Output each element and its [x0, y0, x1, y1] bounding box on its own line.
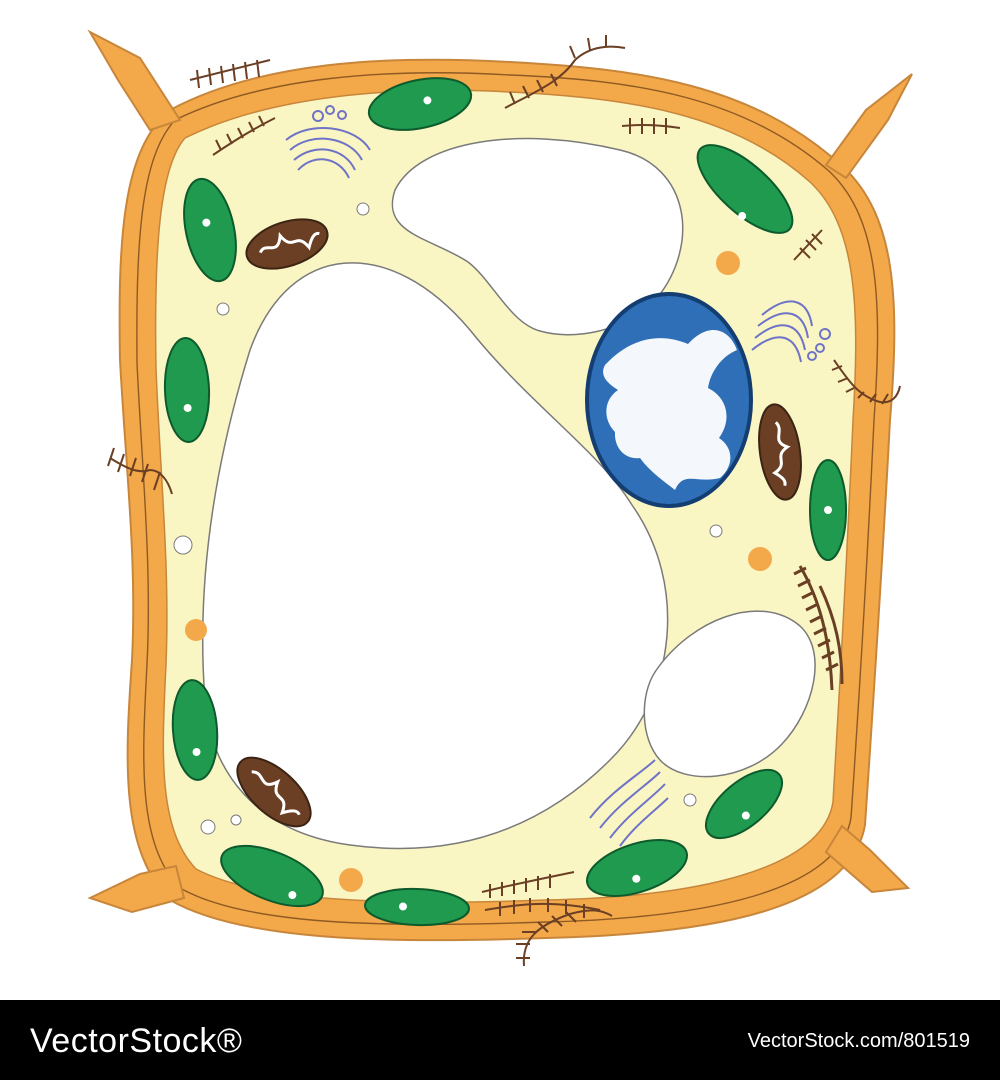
mitochondria — [236, 218, 802, 828]
golgi-top — [285, 105, 371, 179]
mitochondrion — [236, 756, 312, 828]
nucleus-chromatin — [603, 329, 737, 490]
mitochondrion — [758, 403, 802, 501]
chloroplast — [183, 177, 237, 283]
plant-cell-illustration — [87, 29, 913, 967]
rough-er — [793, 565, 844, 691]
wall-inner-line — [136, 72, 879, 926]
chloroplast — [171, 679, 219, 781]
plasmodesmata — [107, 35, 901, 967]
wall-corner-bottom-left — [87, 864, 186, 914]
chloroplast — [585, 839, 689, 897]
chloroplast — [364, 887, 470, 927]
golgi-right — [751, 300, 831, 363]
footer-image-reference: VectorStock.com/801519 — [747, 1030, 970, 1052]
golgi-bottom — [589, 759, 669, 847]
chloroplast — [220, 844, 324, 908]
wall-corner-bottom-right — [824, 824, 911, 894]
watermark-footer: VectorStock® VectorStock.com/801519 — [0, 1000, 1000, 1080]
chloroplast — [809, 459, 847, 561]
lower-right-vacuole — [643, 610, 816, 778]
chloroplast — [696, 144, 794, 234]
wall-corner-top-left — [87, 29, 182, 132]
chloroplast — [705, 768, 783, 840]
chloroplasts — [163, 77, 847, 927]
vesicles — [173, 202, 772, 892]
chloroplast — [163, 337, 211, 443]
footer-brand-text: VectorStock® — [30, 1022, 243, 1060]
mitochondrion — [245, 218, 329, 270]
wall-corner-top-right — [824, 73, 913, 180]
